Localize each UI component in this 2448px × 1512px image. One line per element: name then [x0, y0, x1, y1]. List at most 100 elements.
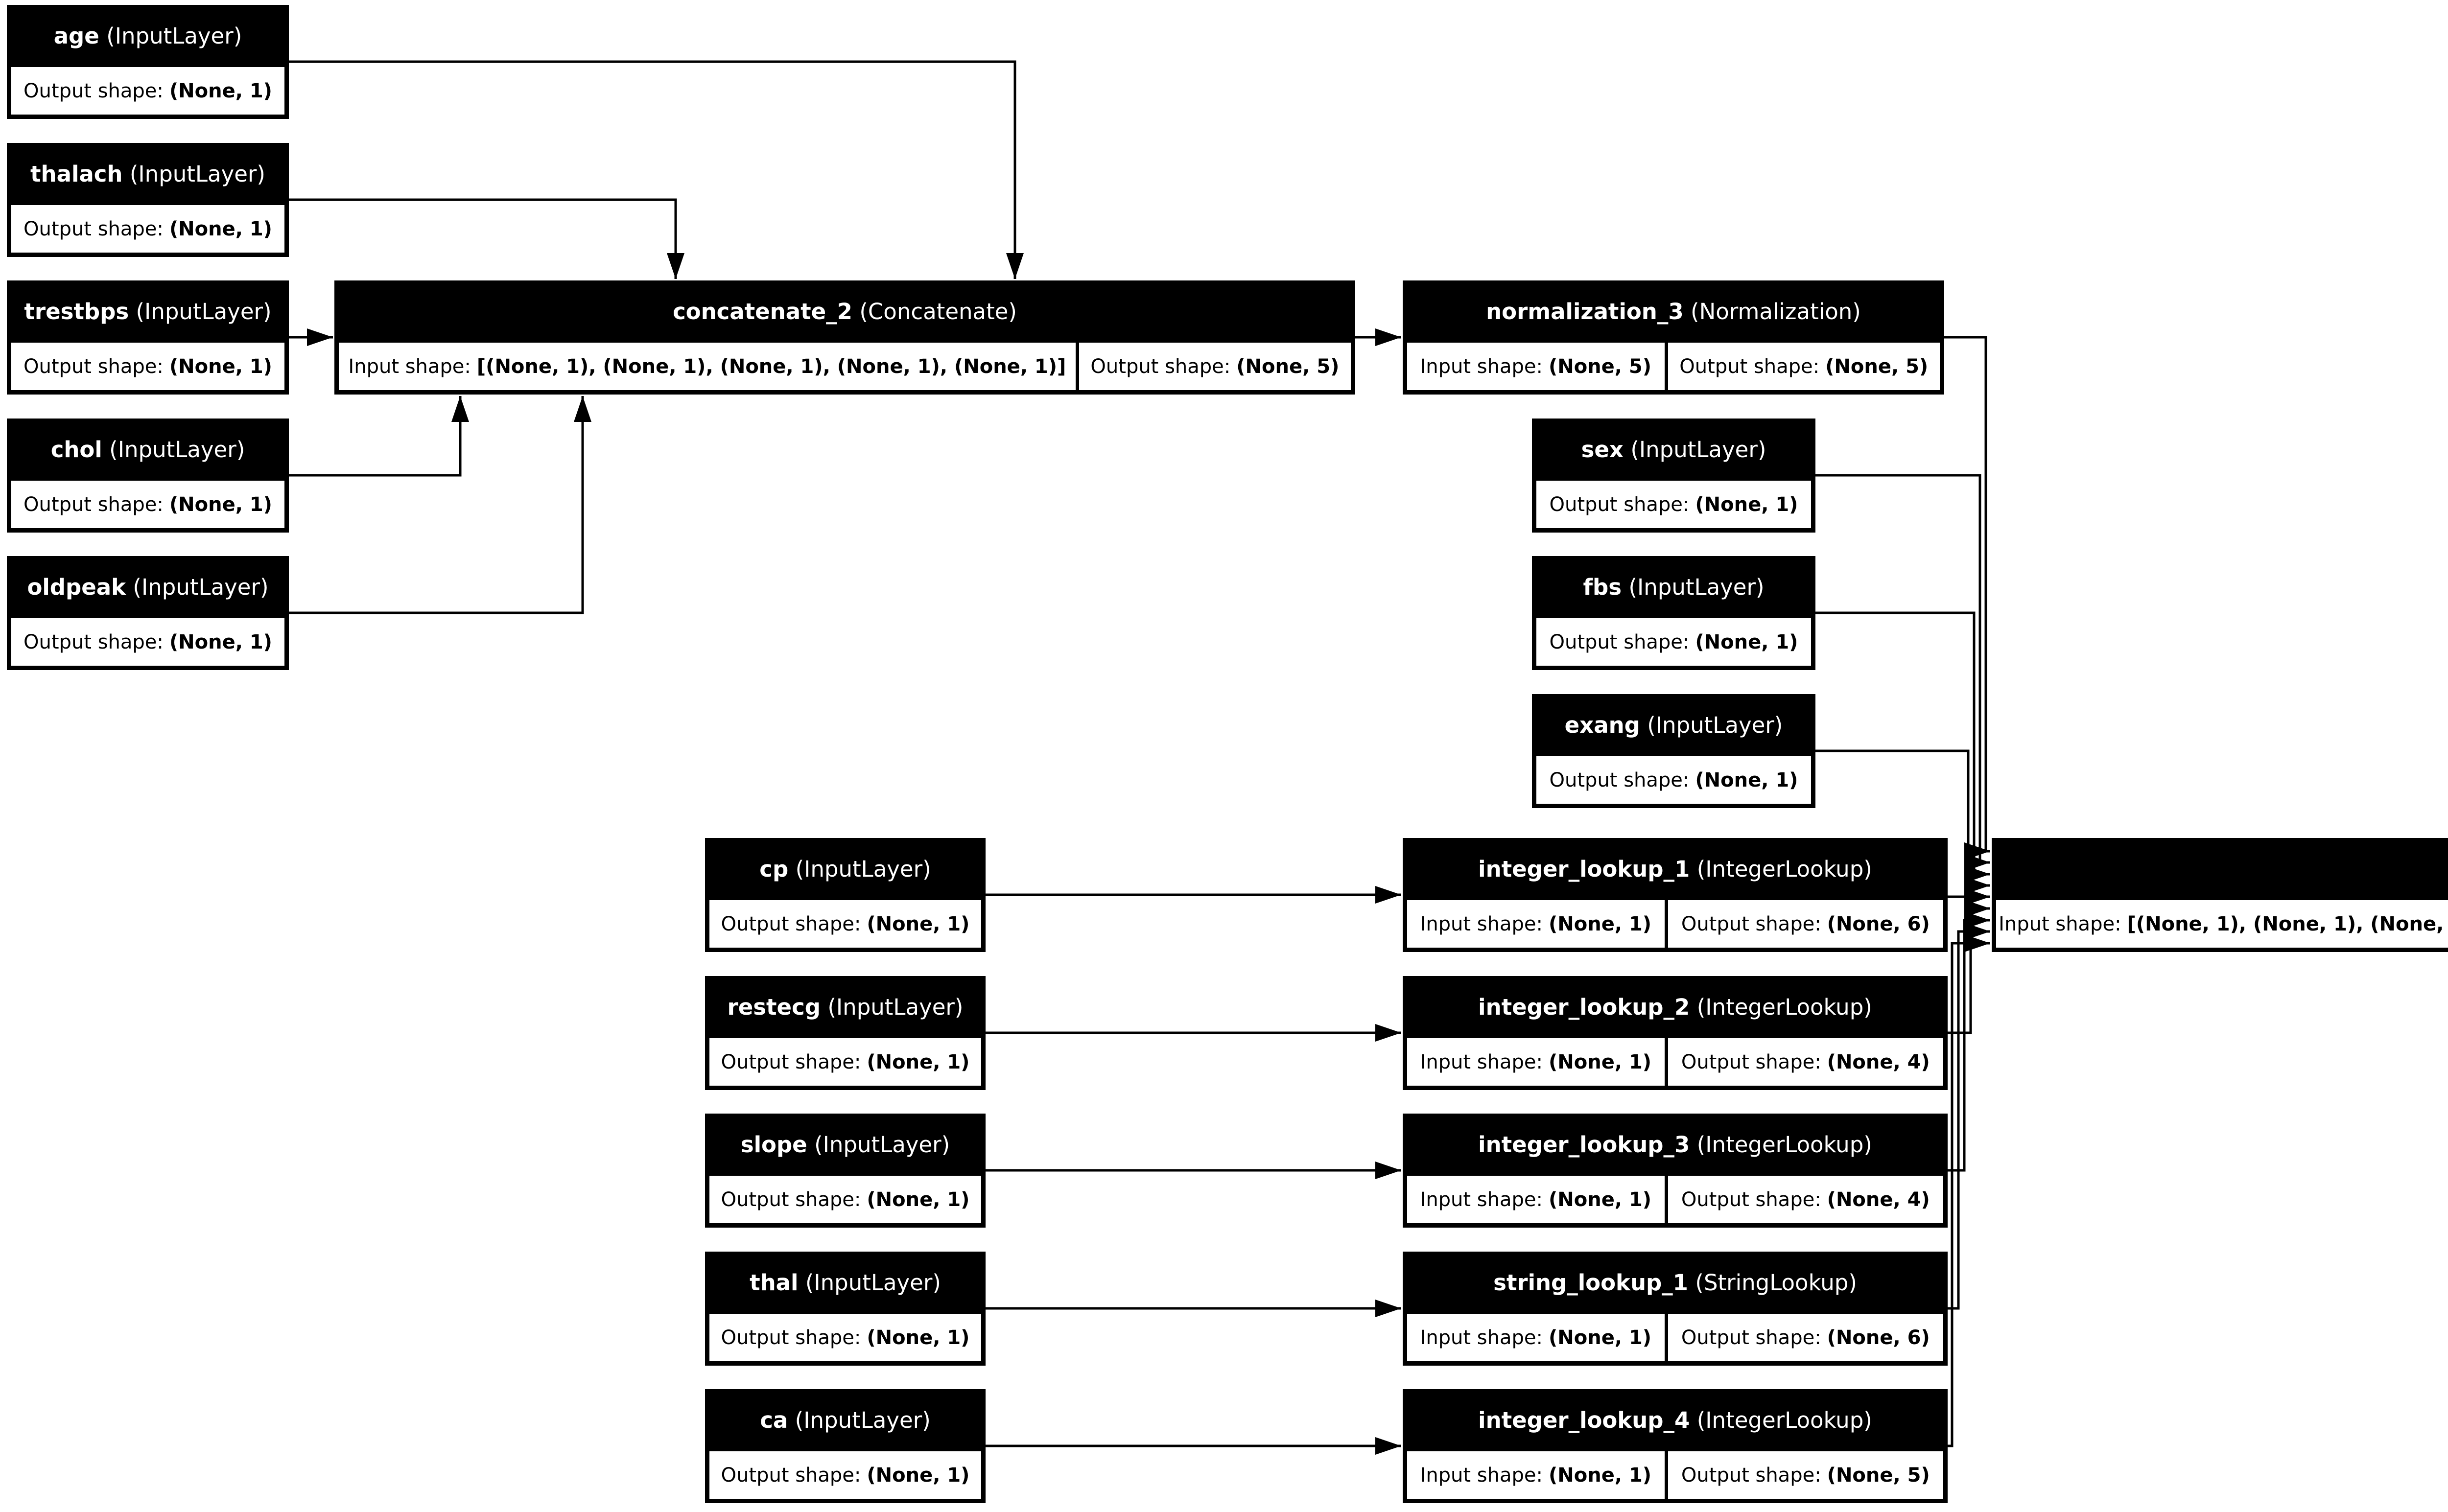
layer-type: (IntegerLookup): [1696, 1407, 1872, 1433]
layer-name: thal: [750, 1270, 799, 1296]
output-shape-cell: Output shape:(None, 1): [709, 1176, 981, 1223]
layer-name: cp: [759, 856, 789, 882]
layer-header: normalization_3 (Normalization): [1403, 280, 1944, 343]
output-shape-cell: Output shape:(None, 1): [11, 481, 284, 528]
node-thal: thal(InputLayer) Output shape:(None, 1): [705, 1252, 986, 1366]
output-shape-cell: Output shape:(None, 4): [1668, 1038, 1943, 1086]
node-slope: slope(InputLayer) Output shape:(None, 1): [705, 1114, 986, 1228]
node-trestbps: trestbps (InputLayer) Output shape:(None,…: [7, 280, 289, 395]
layer-header: thal(InputLayer): [705, 1252, 986, 1314]
output-shape-cell: Output shape:(None, 5): [1079, 343, 1351, 390]
input-shape-cell: Input shape:(None, 1): [1407, 900, 1665, 948]
layer-name: ca: [760, 1407, 788, 1433]
output-shape-cell: Output shape:(None, 1): [11, 343, 284, 390]
output-shape-cell: Output shape:(None, 1): [1536, 481, 1811, 528]
layer-type: (InputLayer): [106, 23, 242, 49]
node-cp: cp(InputLayer) Output shape:(None, 1): [705, 838, 986, 952]
layer-header: slope(InputLayer): [705, 1114, 986, 1176]
node-thalach: thalach(InputLayer) Output shape:(None, …: [7, 143, 289, 257]
layer-header: sex(InputLayer): [1532, 419, 1815, 481]
output-shape-cell: Output shape:(None, 6): [1668, 1314, 1943, 1361]
layer-type: (InputLayer): [805, 1270, 941, 1296]
input-shape-cell: Input shape:(None, 1): [1407, 1176, 1665, 1223]
node-integer_lookup_1: integer_lookup_1(IntegerLookup) Input sh…: [1403, 838, 1948, 952]
node-restecg: restecg(InputLayer) Output shape:(None, …: [705, 976, 986, 1090]
layer-header: restecg(InputLayer): [705, 976, 986, 1038]
layer-name: thalach: [30, 161, 123, 187]
layer-name: integer_lookup_4: [1478, 1407, 1690, 1433]
layer-name: age: [53, 23, 99, 49]
output-shape-cell: Output shape:(None, 1): [709, 1314, 981, 1361]
layer-name: oldpeak: [27, 574, 126, 600]
layer-header: string_lookup_1 (StringLookup): [1403, 1252, 1948, 1314]
layer-type: (InputLayer): [1628, 574, 1765, 600]
output-shape-cell: Output shape:(None, 5): [1668, 343, 1940, 390]
edge-integer_lookup_4-to-concatenate_3: [1948, 934, 1990, 1447]
layer-name: concatenate_2: [672, 299, 852, 325]
layer-type: (InputLayer): [814, 1132, 950, 1158]
output-shape-cell: Output shape:(None, 4): [1668, 1176, 1943, 1223]
layer-name: string_lookup_1: [1493, 1270, 1688, 1296]
layer-name: sex: [1581, 437, 1624, 463]
edge-normalization_3-to-concatenate_3: [1944, 336, 1990, 860]
input-shape-cell: Input shape:(None, 1): [1407, 1451, 1665, 1499]
edge-string_lookup_1-to-concatenate_3: [1948, 923, 1990, 1310]
node-integer_lookup_2: integer_lookup_2(IntegerLookup) Input sh…: [1403, 976, 1948, 1090]
input-shape-cell: Input shape:[(None, 1), (None, 1), (None…: [339, 343, 1076, 390]
layer-type: (InputLayer): [827, 994, 964, 1020]
edge-fbs-to-concatenate_3: [1815, 611, 1990, 883]
layer-type: (InputLayer): [133, 574, 269, 600]
output-shape-cell: Output shape:(None, 1): [709, 900, 981, 948]
edge-sex-to-concatenate_3: [1815, 474, 1990, 871]
edge-chol-to-concatenate_2: [289, 396, 469, 477]
layer-header: concatenate_3(Concatenate): [1992, 838, 2448, 900]
edge-thalach-to-concatenate_2: [289, 198, 684, 279]
layer-type: (InputLayer): [795, 856, 931, 882]
layer-type: (IntegerLookup): [1696, 1132, 1872, 1158]
node-age: age(InputLayer) Output shape:(None, 1): [7, 5, 289, 119]
edge-oldpeak-to-concatenate_2: [289, 396, 591, 614]
output-shape-cell: Output shape:(None, 1): [11, 205, 284, 253]
layer-type: (InputLayer): [1630, 437, 1766, 463]
node-concatenate_3: concatenate_3(Concatenate) Input shape:[…: [1992, 838, 2448, 952]
node-sex: sex(InputLayer) Output shape:(None, 1): [1532, 419, 1815, 533]
output-shape-cell: Output shape:(None, 1): [1536, 756, 1811, 804]
layer-type: (InputLayer): [136, 299, 272, 325]
node-string_lookup_1: string_lookup_1 (StringLookup) Input shap…: [1403, 1252, 1948, 1366]
input-shape-cell: Input shape:(None, 1): [1407, 1314, 1665, 1361]
layer-header: ca (InputLayer): [705, 1389, 986, 1451]
layer-type: (StringLookup): [1695, 1270, 1857, 1296]
node-integer_lookup_3: integer_lookup_3(IntegerLookup) Input sh…: [1403, 1114, 1948, 1228]
layer-header: oldpeak (InputLayer): [7, 556, 289, 618]
layer-header: integer_lookup_1(IntegerLookup): [1403, 838, 1948, 900]
layer-name: fbs: [1583, 574, 1622, 600]
layer-header: cp(InputLayer): [705, 838, 986, 900]
node-integer_lookup_4: integer_lookup_4(IntegerLookup) Input sh…: [1403, 1389, 1948, 1503]
layer-type: (Normalization): [1691, 299, 1861, 325]
layer-header: age (InputLayer): [7, 5, 289, 67]
layer-name: exang: [1564, 712, 1640, 738]
input-shape-cell: Input shape:[(None, 1), (None, 1), (None…: [1996, 900, 2448, 948]
layer-name: trestbps: [24, 299, 129, 325]
layer-header: integer_lookup_2(IntegerLookup): [1403, 976, 1948, 1038]
edge-age-to-concatenate_2: [289, 60, 1024, 279]
layer-header: integer_lookup_3(IntegerLookup): [1403, 1114, 1948, 1176]
layer-name: restecg: [727, 994, 821, 1020]
layer-type: (IntegerLookup): [1696, 994, 1872, 1020]
node-oldpeak: oldpeak(InputLayer) Output shape:(None, …: [7, 556, 289, 670]
layer-type: (InputLayer): [795, 1407, 931, 1433]
layer-name: integer_lookup_3: [1478, 1132, 1690, 1158]
edge-integer_lookup_3-to-concatenate_3: [1948, 911, 1990, 1172]
layer-name: integer_lookup_1: [1478, 856, 1690, 882]
layer-name: normalization_3: [1486, 299, 1684, 325]
layer-name: integer_lookup_2: [1478, 994, 1690, 1020]
layer-type: (InputLayer): [129, 161, 265, 187]
input-shape-cell: Input shape:(None, 5): [1407, 343, 1665, 390]
layer-type: (IntegerLookup): [1696, 856, 1872, 882]
layer-header: trestbps (InputLayer): [7, 280, 289, 343]
output-shape-cell: Output shape:(None, 1): [1536, 618, 1811, 666]
layer-header: integer_lookup_4(IntegerLookup): [1403, 1389, 1948, 1451]
layer-header: fbs(InputLayer): [1532, 556, 1815, 618]
